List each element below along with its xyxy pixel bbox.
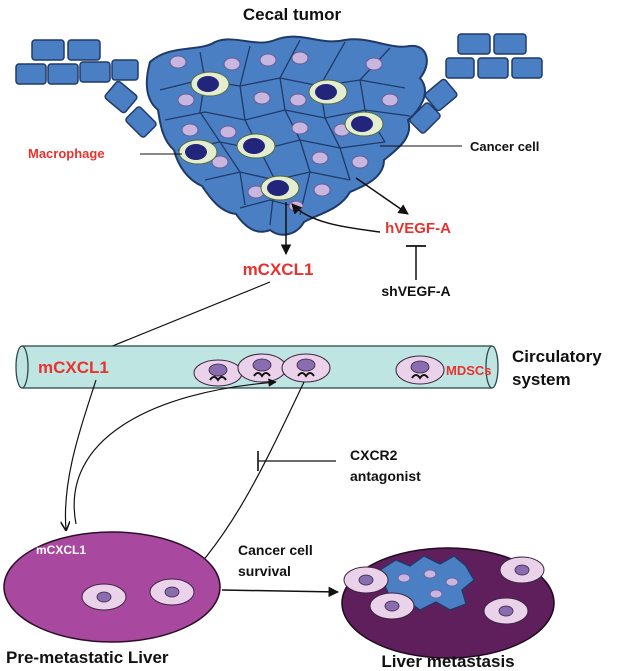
cxcr2-label-line1: CXCR2 — [350, 447, 398, 463]
cancer-cell-label: Cancer cell — [470, 139, 539, 154]
hvegf-label: hVEGF-A — [385, 220, 451, 237]
liver-cell — [343, 566, 389, 594]
cxcr2-label-line2: antagonist — [350, 468, 421, 484]
mcxcl1-liver-label: mCXCL1 — [36, 543, 86, 557]
macrophage-cell — [344, 111, 384, 137]
cancer-cell-nuclei — [169, 51, 399, 212]
circulatory-label-line2: system — [512, 370, 571, 389]
macrophage-cell — [236, 133, 276, 159]
epithelium-right — [409, 33, 543, 134]
macrophage-cell — [308, 79, 348, 105]
mdsc-cell — [193, 359, 243, 387]
survival-label-line2: survival — [238, 563, 291, 579]
shvegf-label: shVEGF-A — [381, 283, 450, 299]
liver-cell — [369, 592, 415, 620]
arrow-hvegf-to-macrophage — [291, 203, 381, 233]
liver-cell — [81, 583, 127, 611]
macrophage-cell — [260, 175, 300, 201]
circulatory-label-line1: Circulatory — [512, 347, 602, 366]
mdsc-cell — [237, 353, 287, 383]
liver-metastasis — [341, 547, 555, 659]
macrophage-label: Macrophage — [28, 146, 105, 161]
arrow-liver-to-mdscs — [73, 378, 277, 525]
liver-cell — [149, 578, 195, 606]
macrophages — [178, 71, 384, 201]
cecal-tumor — [15, 33, 543, 236]
mcxcl1-vessel-label: mCXCL1 — [38, 358, 109, 377]
liver-metastasis-label: Liver metastasis — [381, 652, 514, 671]
arrow-tumor-to-hvegf — [355, 177, 409, 215]
mdsc-cell — [281, 353, 331, 383]
arrow-survival — [221, 586, 340, 598]
macrophage-cell — [190, 71, 230, 97]
mdsc-cells — [193, 353, 445, 387]
macrophage-cell — [178, 139, 218, 165]
survival-label-line1: Cancer cell — [238, 542, 313, 558]
pre-metastatic-liver-label: Pre-metastatic Liver — [6, 648, 169, 667]
mdscs-label: MDSCs — [446, 363, 492, 378]
mdsc-cell — [395, 355, 445, 385]
arrow-vessel-to-liver — [65, 379, 97, 530]
cecal-tumor-title: Cecal tumor — [243, 5, 342, 24]
liver-cell — [499, 556, 545, 584]
epithelium-left — [15, 39, 157, 138]
liver-cell — [483, 597, 529, 625]
pre-metastatic-liver — [3, 531, 221, 643]
mcxcl1-tumor-label: mCXCL1 — [243, 260, 314, 279]
